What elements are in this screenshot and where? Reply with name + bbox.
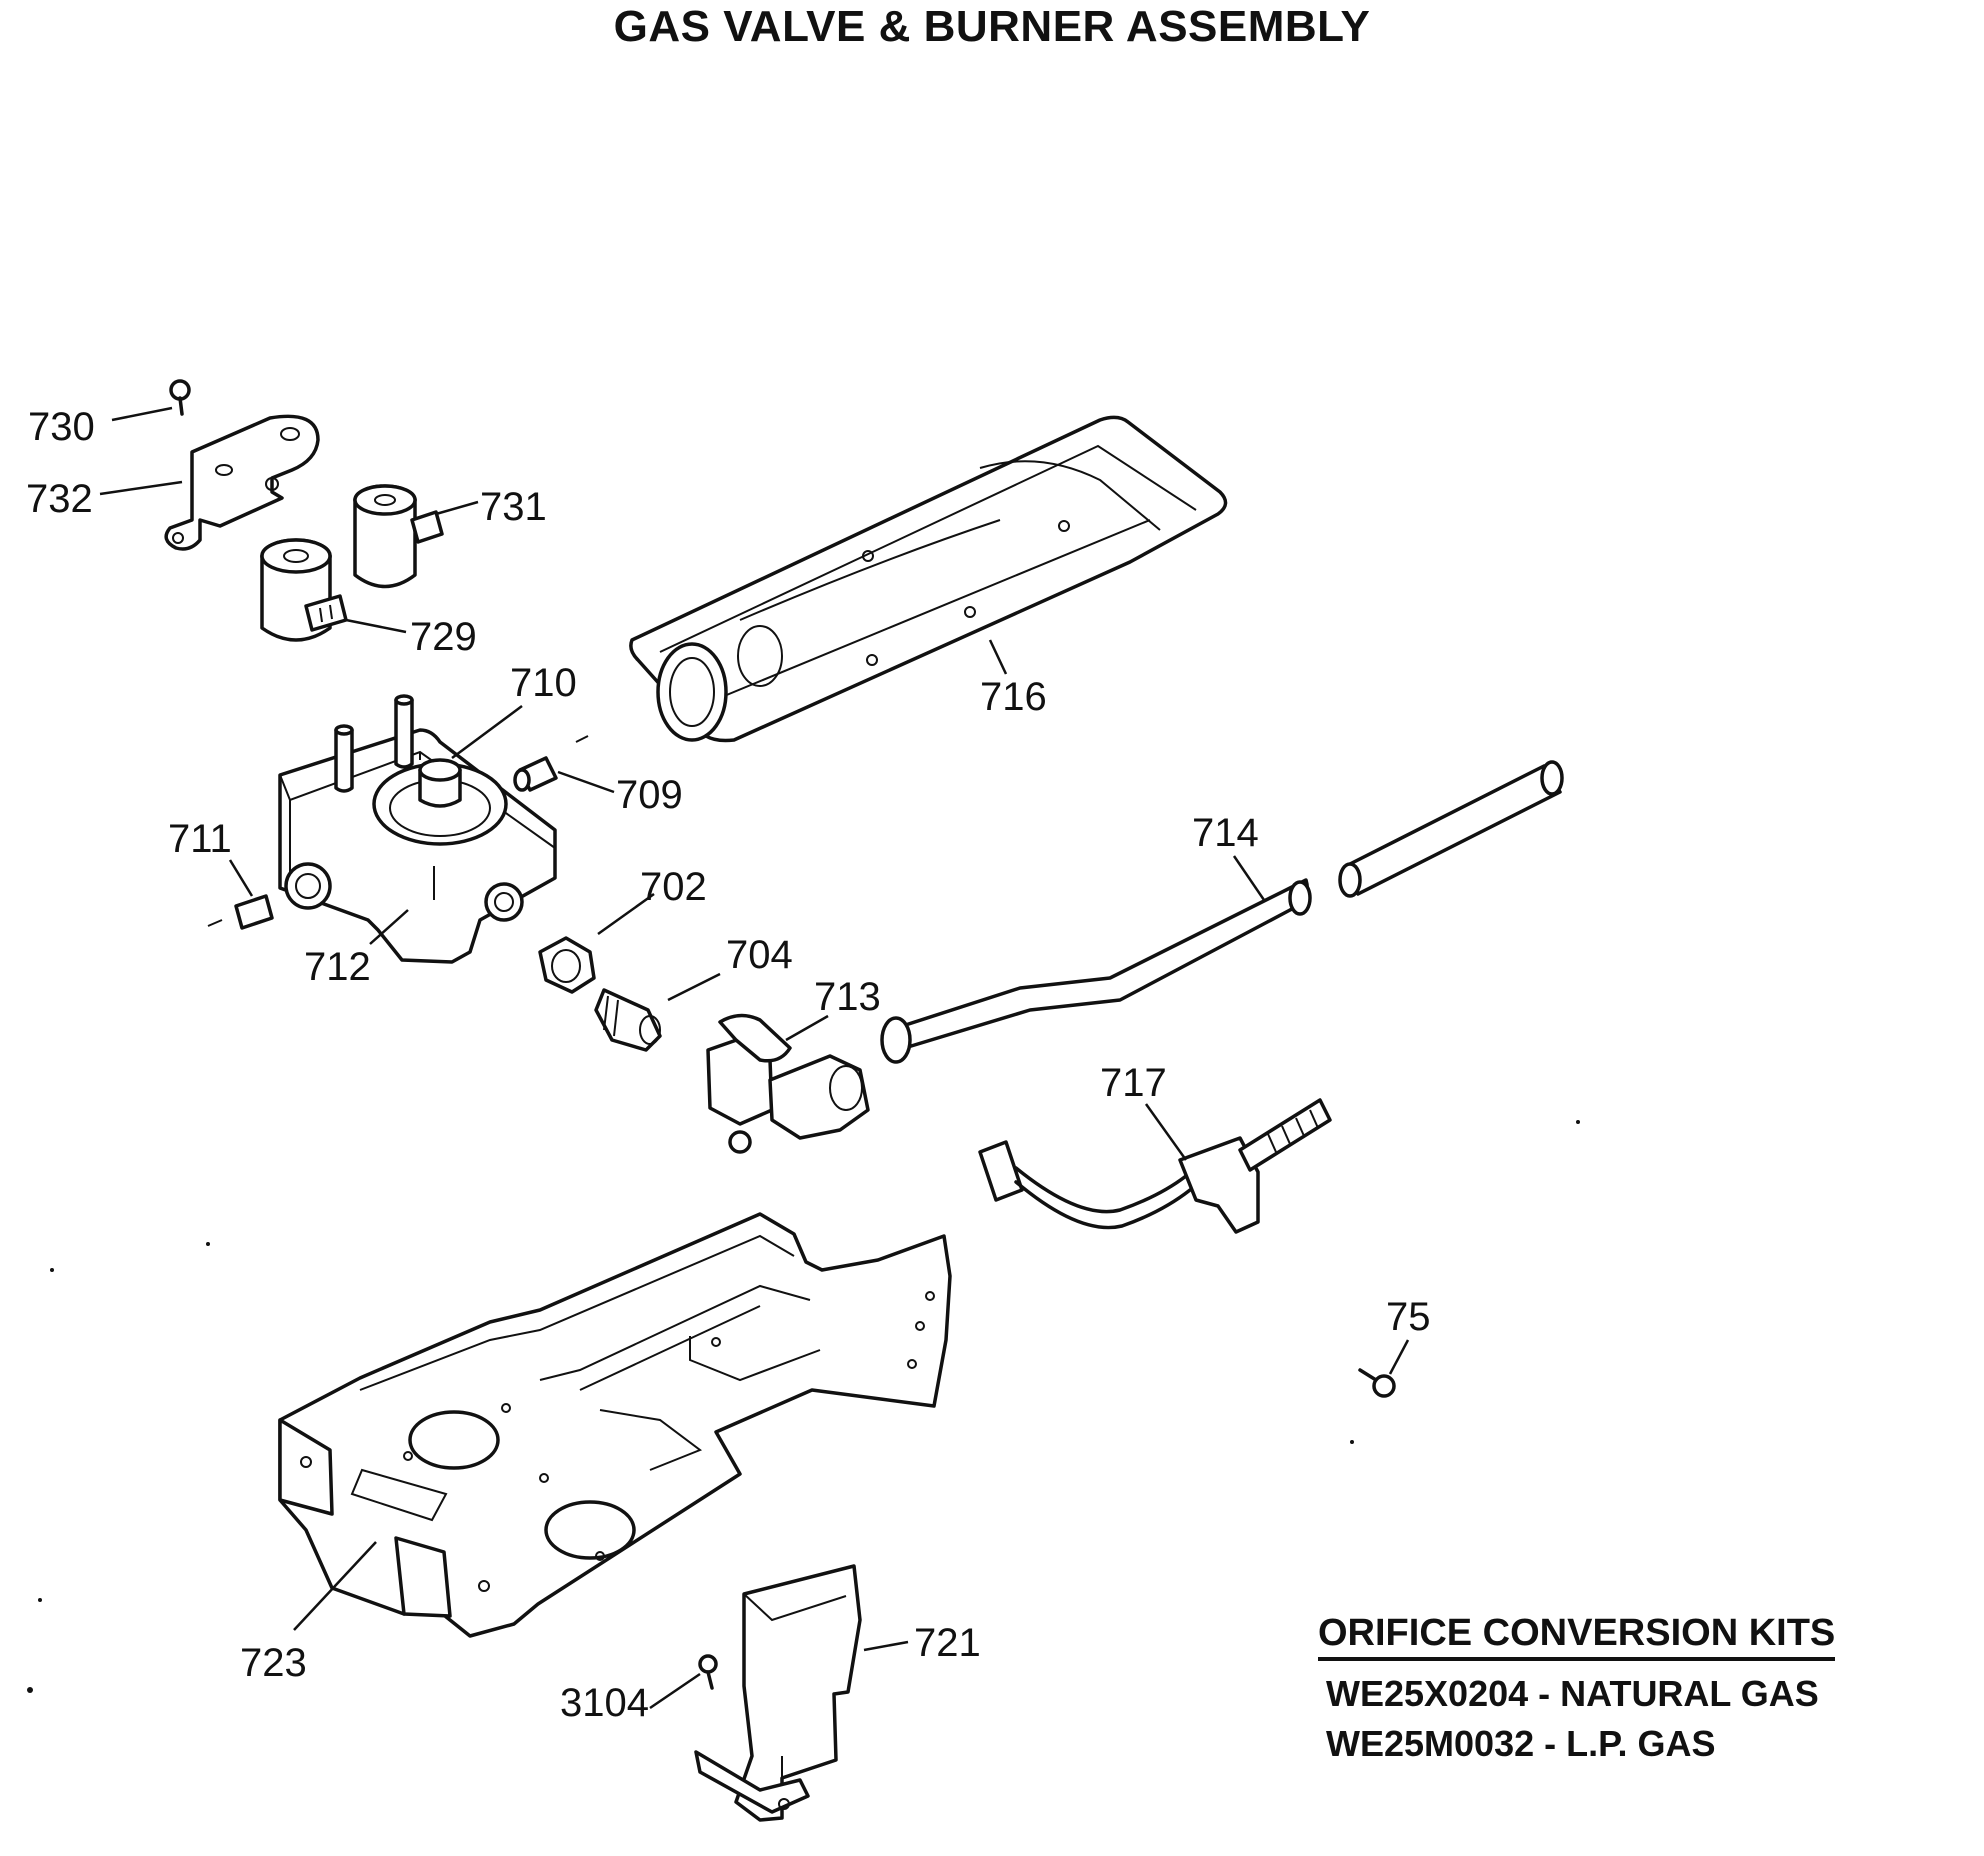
part-732-bracket [164, 414, 320, 551]
callout-704: 704 [726, 933, 793, 977]
callout-730: 730 [28, 405, 95, 449]
part-721-shield [694, 1564, 862, 1822]
callout-702: 702 [640, 865, 707, 909]
callout-714: 714 [1192, 811, 1259, 855]
callout-75: 75 [1386, 1295, 1431, 1339]
part-704-orifice [594, 988, 662, 1052]
part-731-solenoid-coil [353, 484, 444, 589]
callout-labels: 730 732 731 729 710 709 711 712 702 704 … [26, 405, 1431, 1725]
part-713-shutoff-valve [706, 1013, 870, 1154]
callout-716: 716 [980, 675, 1047, 719]
part-717-igniter [978, 1098, 1332, 1234]
kits-heading: ORIFICE CONVERSION KITS [1318, 1612, 1836, 1661]
kits-list: WE25X0204 - NATURAL GAS WE25M0032 - L.P.… [1318, 1673, 1918, 1765]
part-711-plug [234, 894, 274, 930]
part-710-gas-valve [278, 694, 557, 964]
part-729-solenoid-coil [260, 538, 348, 642]
part-702-nut [538, 936, 596, 994]
part-3104-screw [698, 1654, 718, 1690]
orifice-conversion-kits: ORIFICE CONVERSION KITS WE25X0204 - NATU… [1318, 1612, 1918, 1765]
callout-731: 731 [480, 485, 547, 529]
part-709-plug [513, 756, 558, 792]
kit-natural-gas: WE25X0204 - NATURAL GAS [1326, 1673, 1819, 1714]
callout-713: 713 [814, 975, 881, 1019]
callout-732: 732 [26, 477, 93, 521]
callout-711: 711 [168, 817, 232, 861]
callout-723: 723 [240, 1641, 307, 1685]
callout-729: 729 [410, 615, 477, 659]
part-723-mounting-bracket [278, 1212, 952, 1638]
leader-lines [99, 406, 1410, 1710]
part-730-screw [169, 379, 191, 416]
callout-717: 717 [1100, 1061, 1167, 1105]
diagram-title: GAS VALVE & BURNER ASSEMBLY [613, 2, 1371, 51]
scan-specks [27, 735, 1580, 1693]
callout-3104: 3104 [560, 1681, 649, 1725]
kit-lp-gas: WE25M0032 - L.P. GAS [1326, 1723, 1716, 1764]
callout-712: 712 [304, 945, 371, 989]
part-714-gas-pipe [880, 760, 1564, 1064]
part-716-burner [629, 415, 1228, 743]
callout-710: 710 [510, 661, 577, 705]
part-75-screw [1358, 1368, 1396, 1398]
callout-709: 709 [616, 773, 683, 817]
callout-721: 721 [914, 1621, 981, 1665]
